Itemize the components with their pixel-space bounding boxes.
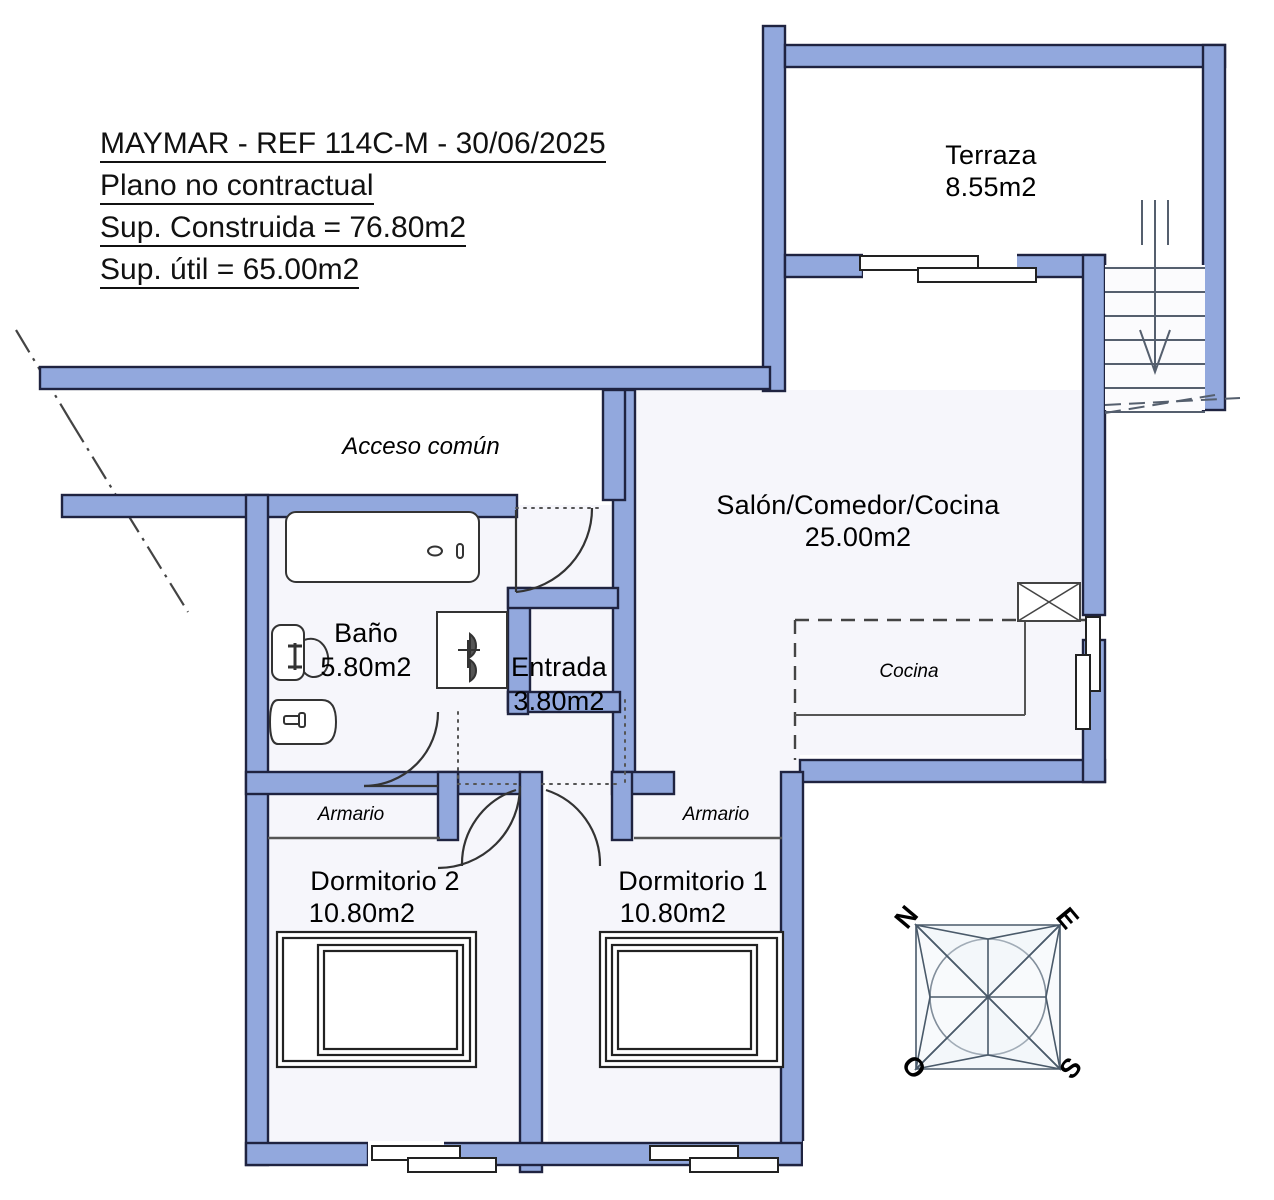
- annotation-armario-dormitorio-2: Armario: [317, 804, 385, 825]
- room-label-terraza-name: Terraza: [945, 140, 1037, 170]
- room-label-dormitorio-2-area: 10.80m2: [308, 898, 416, 928]
- room-label-salon-area: 25.00m2: [804, 522, 912, 552]
- windows: [371, 255, 1101, 1173]
- annotation-cocina: Cocina: [879, 661, 939, 682]
- room-label-terraza-area: 8.55m2: [945, 172, 1037, 202]
- annotation-acceso-comun: Acceso común: [342, 433, 500, 460]
- title-line-built-area: Sup. Construida = 76.80m2: [100, 212, 467, 248]
- room-label-salon-name: Salón/Comedor/Cocina: [716, 490, 1000, 520]
- room-label-entrada-name: Entrada: [511, 652, 607, 682]
- title-line-reference: MAYMAR - REF 114C-M - 30/06/2025: [100, 127, 606, 164]
- compass-rose: [914, 923, 1062, 1071]
- opening-dotted-lines: [457, 507, 626, 785]
- room-label-bano-area: 5.80m2: [320, 652, 412, 682]
- room-label-dormitorio-2-name: Dormitorio 2: [310, 866, 460, 896]
- room-label-dormitorio-1-name: Dormitorio 1: [618, 866, 768, 896]
- room-label-bano-name: Baño: [334, 618, 398, 648]
- title-line-disclaimer: Plano no contractual: [100, 170, 374, 206]
- kitchen-zone: [793, 582, 1085, 760]
- doors: [363, 507, 602, 870]
- room-label-entrada-area: 3.80m2: [513, 686, 605, 716]
- bathroom-fixtures: [268, 511, 508, 745]
- bed-dormitorio-1: [598, 930, 785, 1069]
- bed-dormitorio-2: [275, 930, 478, 1069]
- staircase: [1104, 200, 1241, 414]
- annotation-armario-dormitorio-1: Armario: [682, 804, 750, 825]
- walls: [38, 24, 1227, 1174]
- room-label-dormitorio-1-area: 10.80m2: [619, 898, 727, 928]
- title-block: MAYMAR - REF 114C-M - 30/06/2025 Plano n…: [100, 127, 606, 296]
- title-line-usable-area: Sup. útil = 65.00m2: [100, 254, 360, 290]
